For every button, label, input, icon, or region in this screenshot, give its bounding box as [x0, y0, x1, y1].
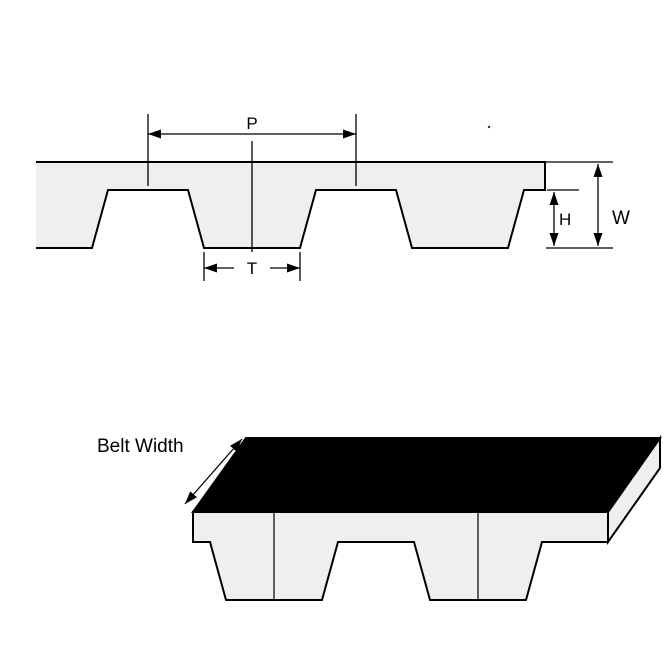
tooth-width-dimension: T	[203, 252, 301, 281]
cross-section-view: P T H W	[36, 114, 630, 281]
isometric-view: Belt Width	[97, 434, 662, 601]
belt-front-face	[192, 511, 609, 601]
tooth-width-label: T	[247, 259, 257, 278]
stray-mark	[487, 125, 491, 129]
belt-profile-outline	[36, 161, 546, 249]
belt-width-annotation: Belt Width	[97, 436, 243, 505]
thickness-label: W	[612, 208, 630, 229]
belt-profile-fill	[36, 162, 545, 248]
pitch-label: P	[246, 114, 257, 133]
pitch-dimension: P	[147, 114, 357, 252]
belt-top-surface	[191, 437, 662, 513]
belt-width-arrow	[184, 438, 243, 505]
tooth-height-label: H	[559, 210, 571, 229]
belt-thickness-dimension: W	[546, 161, 630, 249]
tooth-height-dimension: H	[547, 189, 579, 246]
belt-width-label: Belt Width	[97, 436, 184, 457]
